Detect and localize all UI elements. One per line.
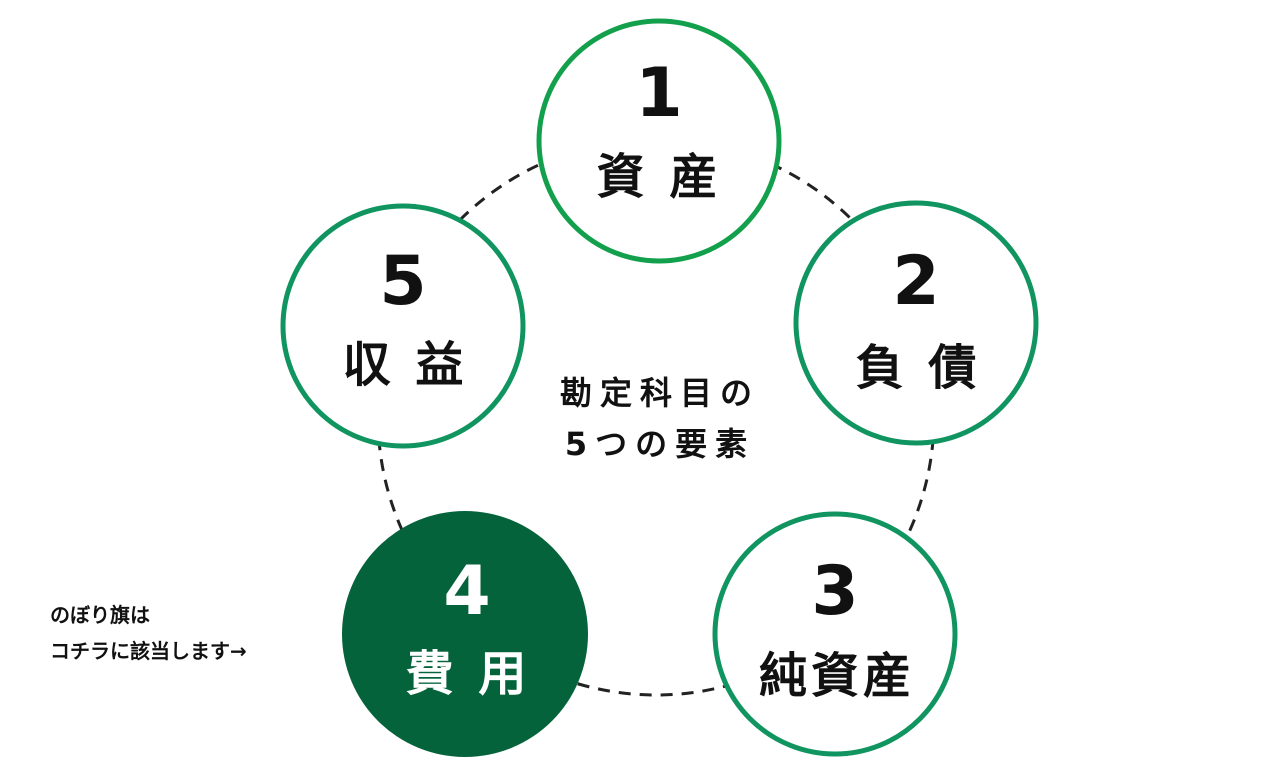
node-3-ring — [712, 511, 958, 757]
node-4-number: 4 — [443, 552, 490, 631]
node-3-label: 純資産 — [759, 648, 915, 704]
center-label-line2: 5つの要素 — [565, 425, 755, 463]
node-3-number: 3 — [811, 552, 858, 631]
node-1-ring — [536, 18, 782, 264]
node-2-ring — [793, 200, 1039, 446]
node-1-number: 1 — [635, 54, 682, 133]
node-4-disc — [342, 511, 588, 757]
node-1-assets: 1 資 産 — [536, 18, 782, 264]
node-1-label: 資 産 — [597, 149, 722, 205]
node-2-label: 負 債 — [856, 340, 981, 396]
node-3-net-assets: 3 純資産 — [712, 511, 958, 757]
node-2-number: 2 — [892, 242, 939, 321]
node-5-ring — [280, 203, 526, 449]
node-5-revenue: 5 収 益 — [280, 203, 526, 449]
side-note: のぼり旗は コチラに該当します→ — [50, 603, 247, 663]
node-4-label: 費 用 — [406, 646, 531, 702]
center-label: 勘定科目の 5つの要素 — [560, 374, 760, 463]
node-4-expenses: 4 費 用 — [342, 511, 588, 757]
node-5-number: 5 — [379, 242, 426, 321]
side-note-line1: のぼり旗は — [50, 603, 150, 627]
side-note-line2: コチラに該当します→ — [50, 639, 247, 663]
center-label-line1: 勘定科目の — [560, 374, 760, 412]
node-2-liabilities: 2 負 債 — [793, 200, 1039, 446]
node-5-label: 収 益 — [343, 337, 468, 393]
